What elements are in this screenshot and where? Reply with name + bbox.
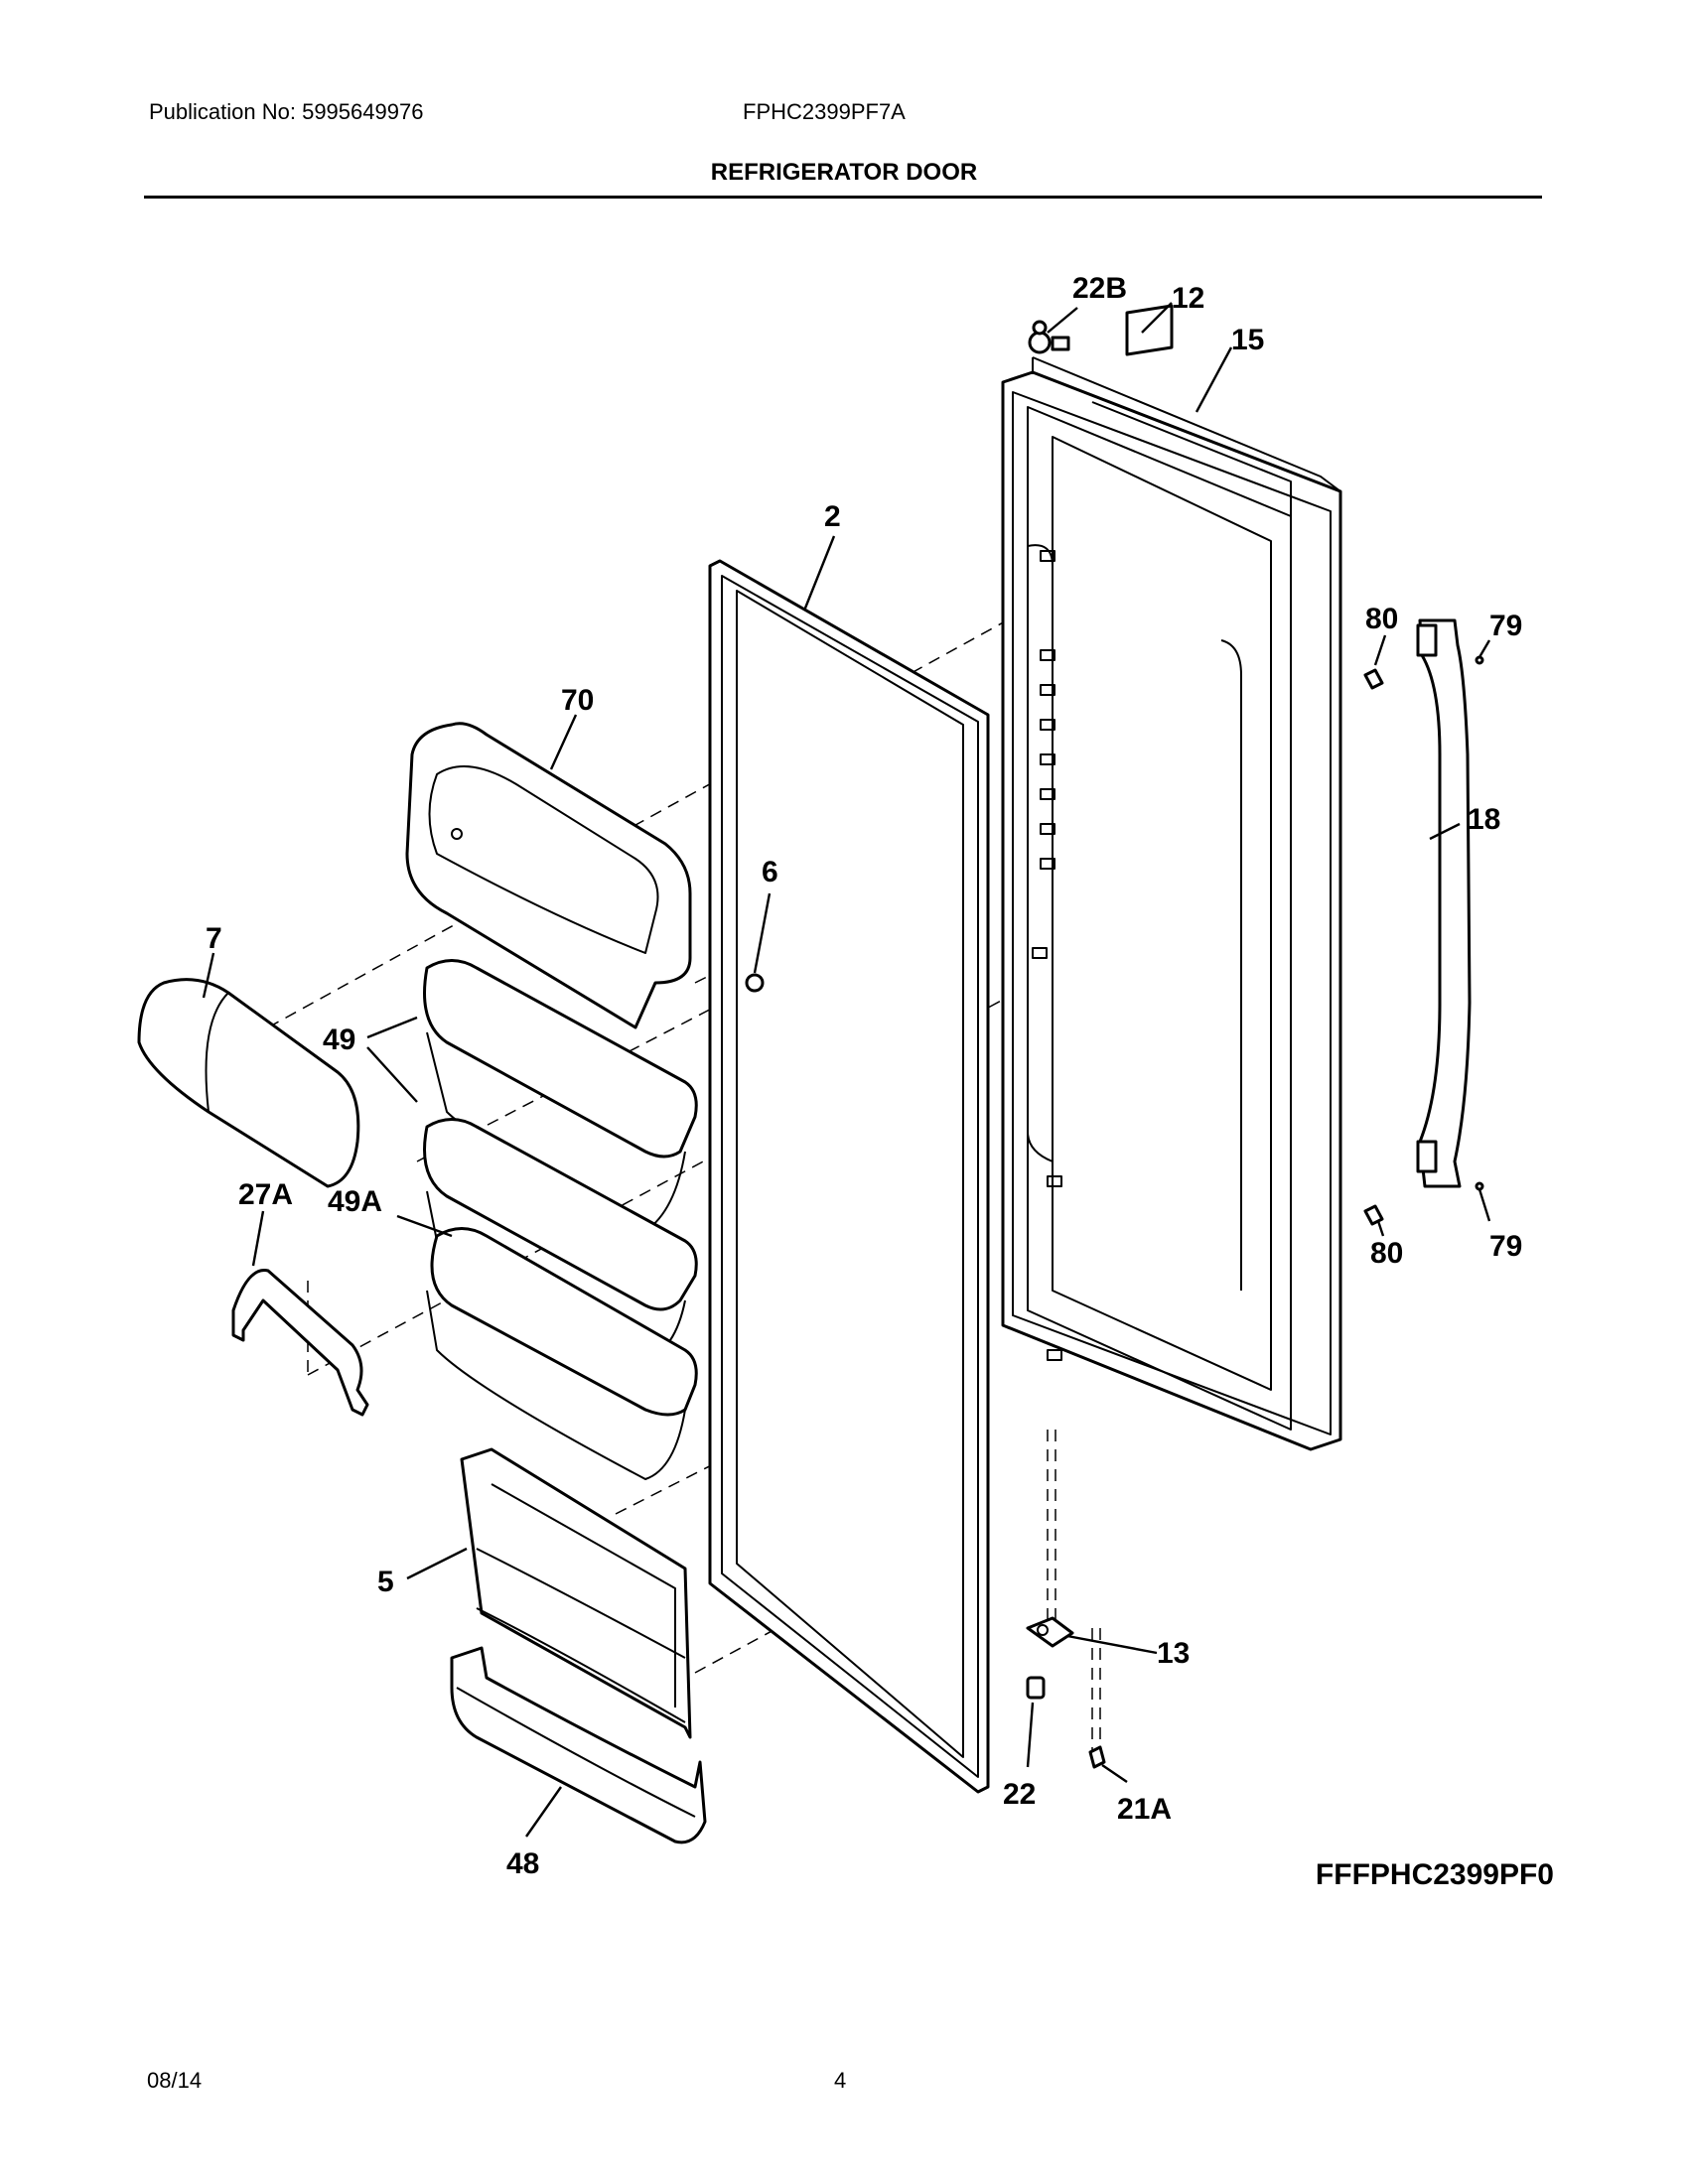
model-number: FPHC2399PF7A [743, 99, 906, 124]
callout-18: 18 [1468, 803, 1500, 836]
publication-number: Publication No: 5995649976 [149, 99, 424, 124]
leader-lines [202, 302, 1491, 1838]
callout-70: 70 [561, 684, 594, 717]
hinge-pin [1026, 1676, 1046, 1700]
callout-79-bottom: 79 [1489, 1230, 1522, 1263]
door-assembly [1001, 304, 1342, 1451]
callout-48: 48 [506, 1847, 539, 1880]
page-number: 4 [834, 2068, 847, 2093]
callout-27A: 27A [238, 1178, 293, 1211]
callout-12: 12 [1172, 282, 1204, 315]
callout-7: 7 [206, 922, 222, 955]
callout-labels: 22B 12 15 2 80 79 70 18 6 7 49 27A 49A 8… [206, 272, 1522, 1880]
page-title: REFRIGERATOR DOOR [710, 159, 978, 186]
label-plate [1125, 304, 1174, 356]
callout-49A: 49A [328, 1185, 382, 1218]
callout-22B: 22B [1072, 272, 1127, 305]
screw-6 [745, 973, 765, 993]
footer-date: 08/14 [147, 2068, 203, 2093]
callout-21A: 21A [1117, 1793, 1172, 1826]
callout-80-top: 80 [1365, 603, 1398, 635]
callout-13: 13 [1157, 1637, 1190, 1670]
callout-49: 49 [323, 1024, 355, 1056]
door-bin-lower [426, 1227, 698, 1480]
callout-22: 22 [1003, 1778, 1036, 1811]
callout-80-bottom: 80 [1370, 1237, 1403, 1270]
bottom-hinge-parts [1026, 1616, 1106, 1769]
callout-15: 15 [1231, 324, 1264, 356]
door-shelf [460, 1447, 692, 1739]
header-rule [144, 196, 1542, 199]
callout-79-top: 79 [1489, 610, 1522, 642]
dairy-door-handle [231, 1269, 369, 1417]
callout-2: 2 [824, 500, 841, 533]
callout-6: 6 [762, 856, 778, 888]
door-gasket [708, 559, 990, 1794]
bottom-hinge [1026, 1616, 1074, 1648]
callout-5: 5 [377, 1566, 394, 1598]
dairy-door [137, 978, 360, 1188]
top-hinge-bushing [1028, 331, 1052, 354]
bottom-door-bin [450, 1646, 707, 1844]
door-handle [1416, 618, 1472, 1188]
door-shelf-pegs [1032, 550, 1062, 1361]
dairy-compartment [405, 722, 692, 1029]
hinge-screw [1088, 1745, 1106, 1769]
diagram-code: FFFPHC2399PF0 [1316, 1858, 1554, 1891]
